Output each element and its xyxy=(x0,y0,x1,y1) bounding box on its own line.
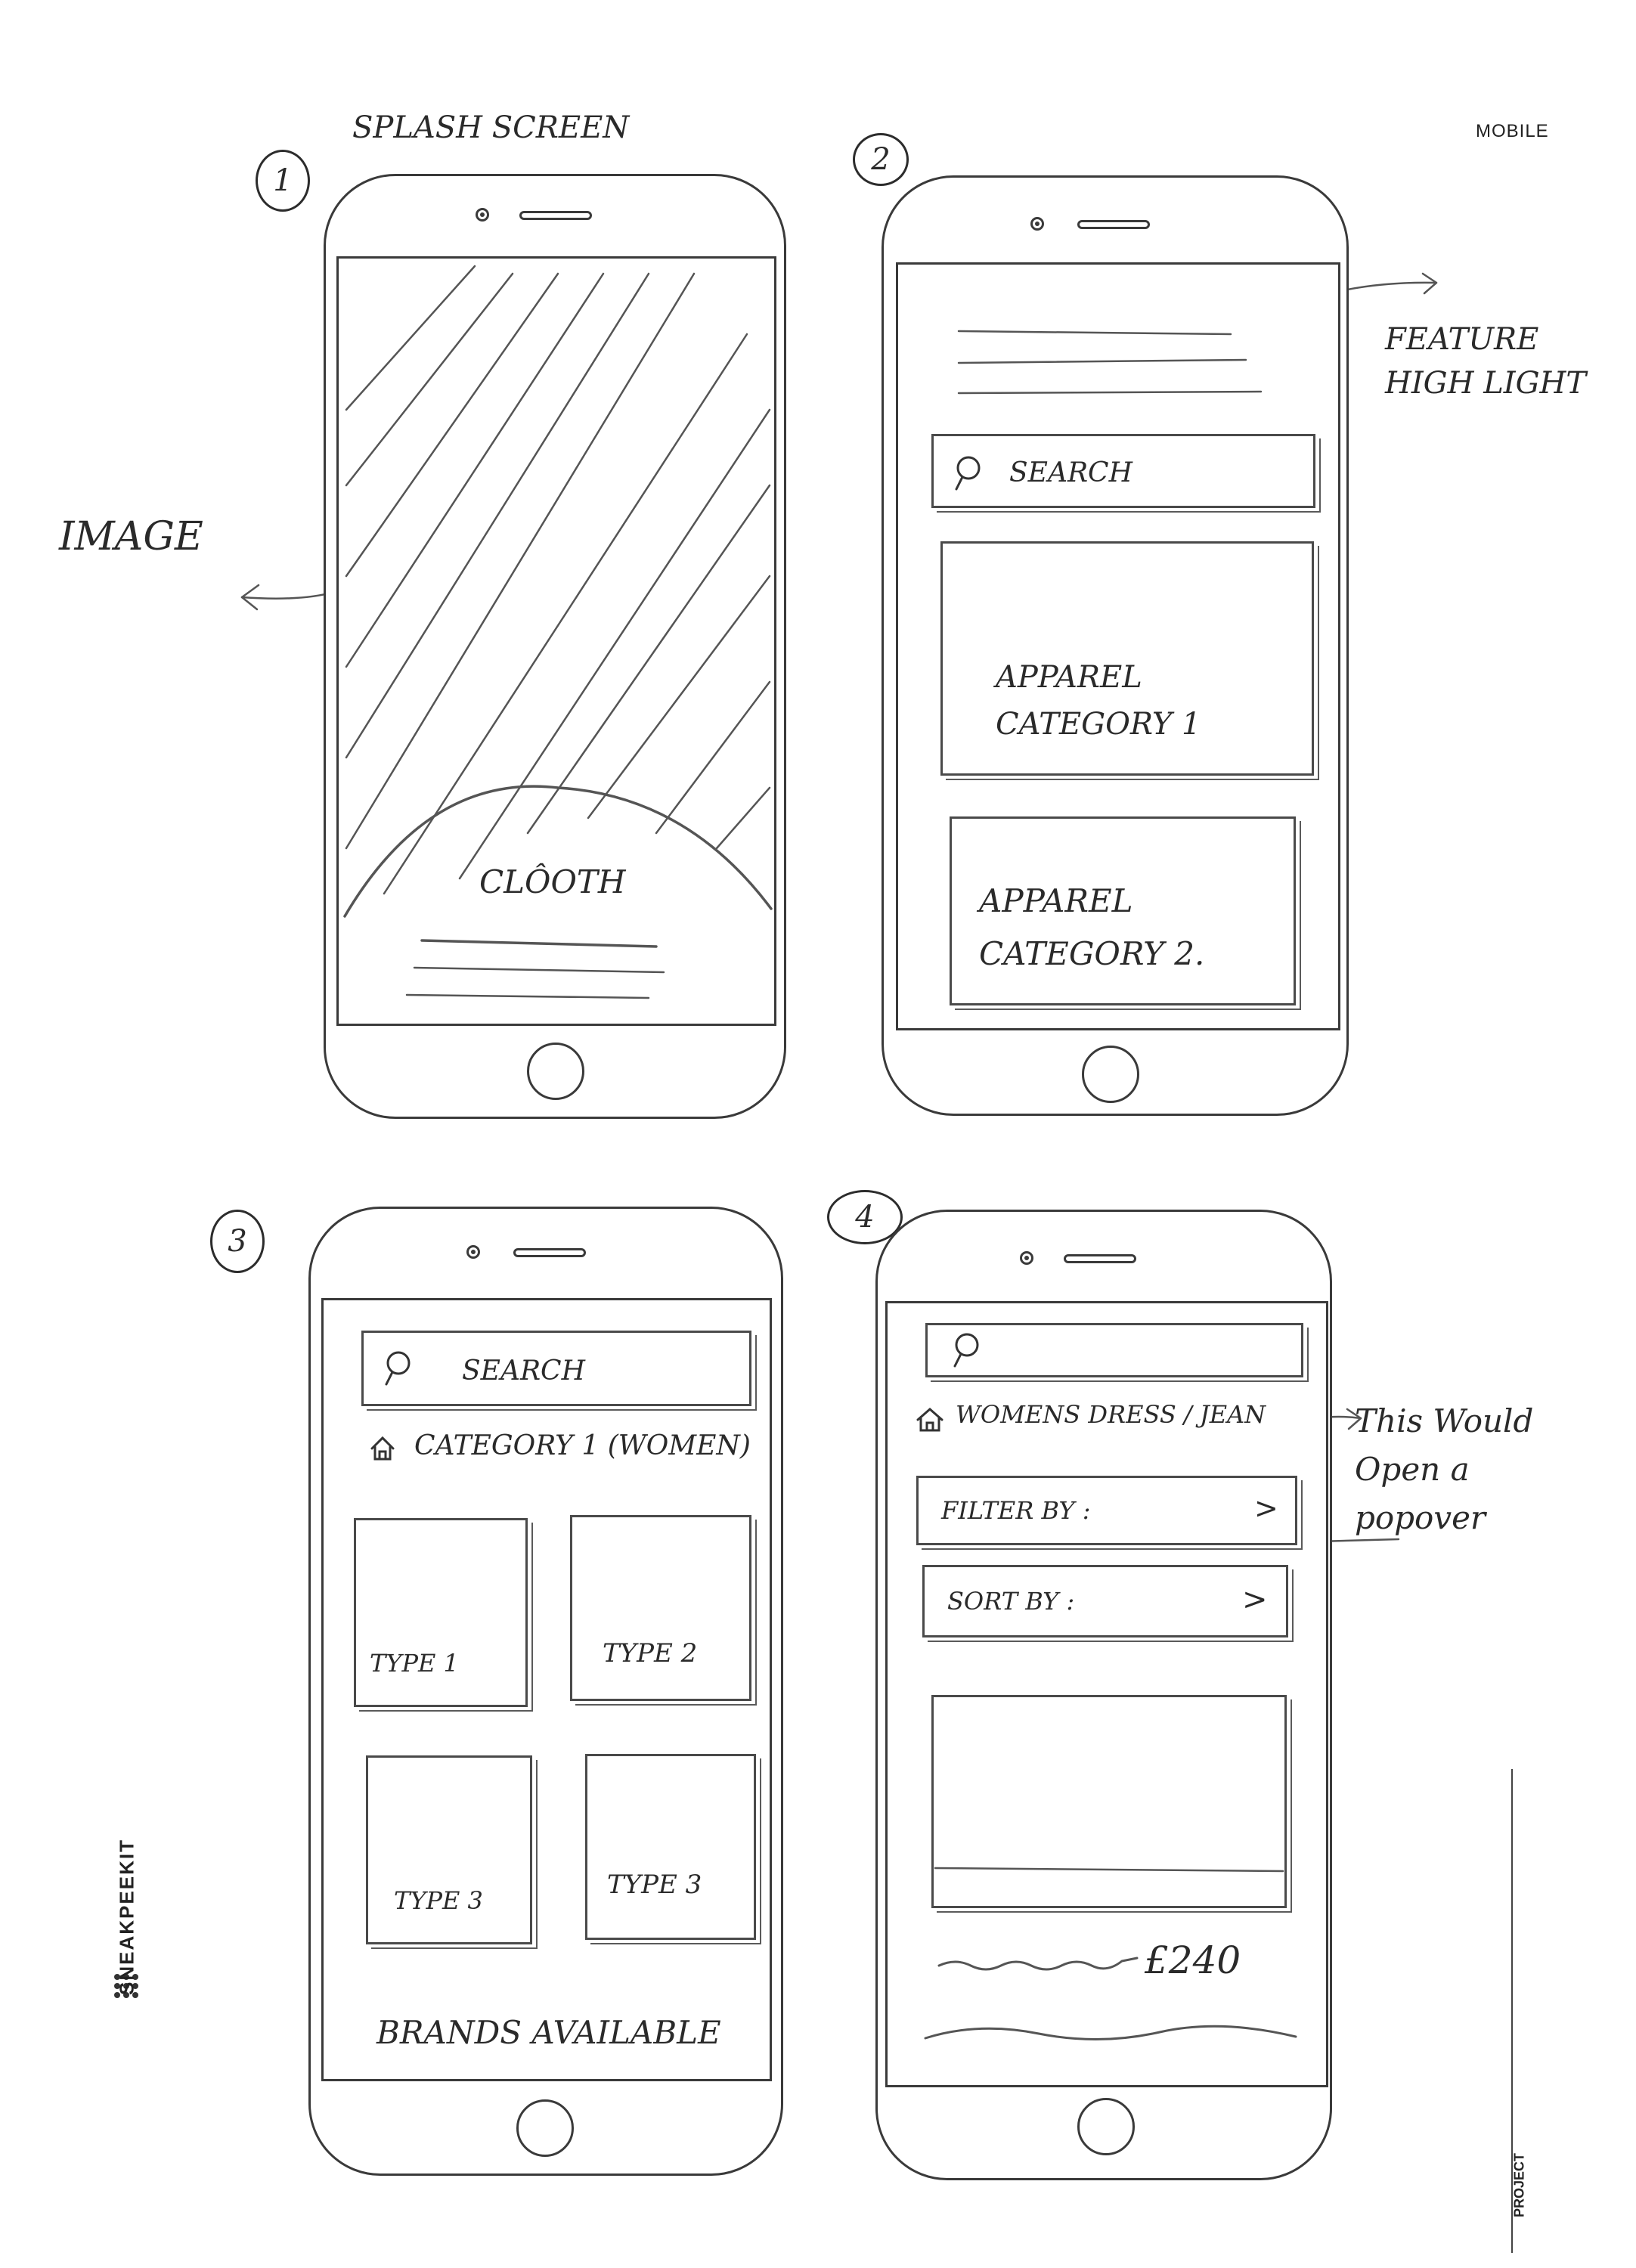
screen1-title: SPLASH SCREEN xyxy=(352,110,630,145)
apparel-category-card[interactable]: APPAREL CATEGORY 1 xyxy=(940,541,1314,776)
product-price: £240 xyxy=(1145,1938,1241,1982)
chevron-right-icon: > xyxy=(1242,1582,1268,1617)
filter-by-label: FILTER BY : xyxy=(941,1496,1091,1525)
home-button xyxy=(516,2099,574,2157)
chevron-right-icon: > xyxy=(1254,1492,1278,1525)
phone-frame-1: CLÔOTH xyxy=(324,174,786,1119)
annotation-line: popover xyxy=(1355,1499,1486,1536)
phone-frame-3: SEARCH CATEGORY 1 (WOMEN) TYPE 1 TYPE 2 … xyxy=(308,1207,783,2176)
phone-frame-4: WOMENS DRESS / JEAN FILTER BY : > SORT B… xyxy=(875,1210,1332,2180)
listing-screen: WOMENS DRESS / JEAN FILTER BY : > SORT B… xyxy=(885,1301,1328,2087)
type-tile[interactable]: TYPE 3 xyxy=(585,1754,756,1940)
home-icon xyxy=(370,1436,395,1461)
screen3-number: 3 xyxy=(210,1210,265,1273)
camera-icon xyxy=(466,1245,480,1259)
search-icon xyxy=(953,1333,979,1368)
speaker-icon xyxy=(513,1248,586,1257)
speaker-icon xyxy=(1064,1254,1136,1263)
sneakpeekit-logo xyxy=(113,1973,139,1999)
image-annotation: IMAGE xyxy=(59,514,203,559)
search-bar[interactable] xyxy=(925,1323,1303,1377)
type-tile[interactable]: TYPE 3 xyxy=(366,1755,532,1944)
annotation-line: FEATURE xyxy=(1385,322,1539,357)
type-tile-label: TYPE 1 xyxy=(370,1649,459,1678)
search-icon xyxy=(385,1351,411,1386)
type-tile-label: TYPE 2 xyxy=(603,1638,698,1668)
product-name-squiggle xyxy=(924,1957,1297,2041)
breadcrumb[interactable]: WOMENS DRESS / JEAN xyxy=(956,1400,1266,1429)
apparel-category-card[interactable]: APPAREL CATEGORY 2. xyxy=(950,816,1296,1005)
screen1-number: 1 xyxy=(256,150,310,212)
camera-icon xyxy=(1030,217,1044,231)
home-button xyxy=(527,1043,584,1100)
popover-annotation: This Would Open a popover xyxy=(1355,1397,1533,1542)
camera-icon xyxy=(1020,1251,1033,1265)
screen2-number: 2 xyxy=(853,133,909,186)
mobile-label: MOBILE xyxy=(1476,121,1549,141)
feature-highlight-lines xyxy=(957,330,1263,395)
camera-icon xyxy=(476,208,489,222)
search-label: SEARCH xyxy=(1009,457,1132,488)
search-icon xyxy=(955,456,981,491)
splash-screen: CLÔOTH xyxy=(336,256,776,1026)
type-tile-label: TYPE 3 xyxy=(394,1886,483,1915)
tagline-lines xyxy=(405,939,665,999)
annotation-line: HIGH LIGHT xyxy=(1385,366,1587,401)
speaker-icon xyxy=(519,211,592,220)
sort-by-row[interactable]: SORT BY : > xyxy=(922,1565,1288,1637)
annotation-line: Open a xyxy=(1355,1451,1470,1488)
phone-frame-2: SEARCH APPAREL CATEGORY 1 APPAREL CATEGO… xyxy=(882,175,1349,1116)
search-bar[interactable]: SEARCH xyxy=(361,1331,751,1406)
category-card-label: APPAREL CATEGORY 2. xyxy=(979,882,1205,972)
footer-brand: SNEAKPEEKIT xyxy=(115,1839,138,1995)
image-caption-divider xyxy=(934,1867,1284,1873)
type-tile-label: TYPE 3 xyxy=(607,1870,702,1900)
brands-available-label: BRANDS AVAILABLE xyxy=(376,2014,721,2051)
category-screen: SEARCH CATEGORY 1 (WOMEN) TYPE 1 TYPE 2 … xyxy=(321,1298,772,2081)
search-bar[interactable]: SEARCH xyxy=(931,434,1315,508)
feature-highlight-annotation: FEATURE HIGH LIGHT xyxy=(1385,318,1586,405)
home-screen: SEARCH APPAREL CATEGORY 1 APPAREL CATEGO… xyxy=(896,262,1340,1030)
home-button xyxy=(1082,1046,1139,1103)
type-tile[interactable]: TYPE 2 xyxy=(570,1515,751,1701)
screen4-number: 4 xyxy=(827,1190,903,1244)
project-rule xyxy=(1511,1769,1513,2253)
search-label: SEARCH xyxy=(462,1356,585,1387)
home-icon xyxy=(916,1408,943,1432)
category-card-label: APPAREL CATEGORY 1 xyxy=(996,660,1201,742)
sort-by-label: SORT BY : xyxy=(947,1587,1075,1616)
speaker-icon xyxy=(1077,220,1150,229)
type-tile[interactable]: TYPE 1 xyxy=(354,1518,528,1707)
dots-grid-icon xyxy=(114,1974,138,1998)
app-name: CLÔOTH xyxy=(479,863,626,900)
annotation-line: This Would xyxy=(1355,1402,1534,1439)
image-placeholder xyxy=(343,265,773,918)
home-button xyxy=(1077,2098,1135,2155)
filter-by-row[interactable]: FILTER BY : > xyxy=(916,1476,1297,1545)
breadcrumb[interactable]: CATEGORY 1 (WOMEN) xyxy=(414,1430,751,1461)
product-image[interactable] xyxy=(931,1695,1287,1908)
footer-project: PROJECT xyxy=(1511,2152,1527,2218)
